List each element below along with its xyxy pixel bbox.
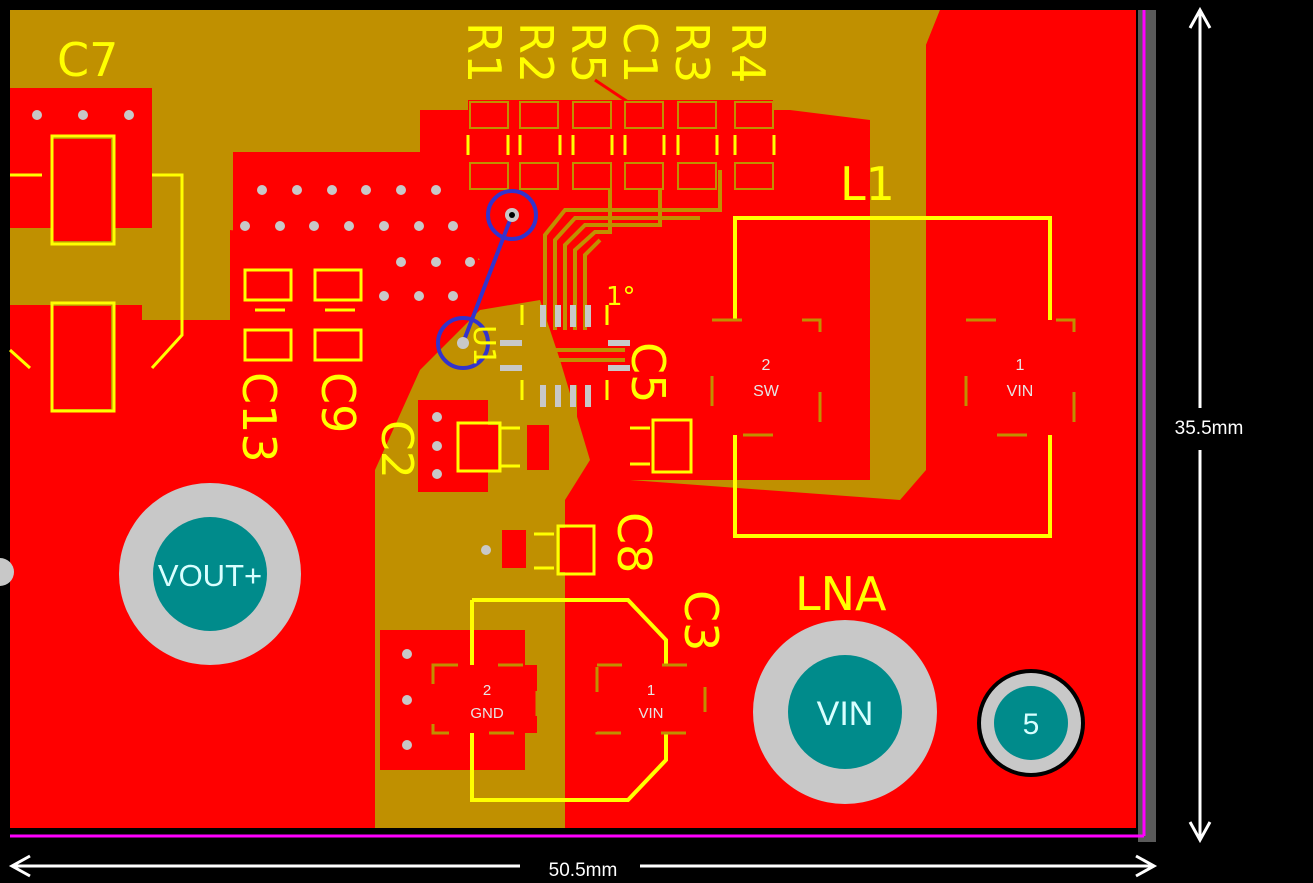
c3-pad2-name: GND — [470, 705, 504, 722]
c13-c9-footprints — [243, 268, 363, 362]
c7-footprint — [8, 110, 184, 413]
c8-footprint — [502, 524, 596, 576]
c3-pad1-name: VIN — [638, 705, 663, 722]
designator-r3: R3 — [665, 22, 719, 83]
c2-footprint — [456, 421, 549, 473]
designator-c7: C7 — [57, 33, 118, 87]
designator-c13: C13 — [232, 372, 286, 463]
c3-footprint: 2 GND 1 VIN — [431, 598, 707, 802]
board-edge-strip — [1138, 10, 1156, 842]
highlighted-net[interactable] — [436, 189, 538, 370]
designator-l1: L1 — [840, 157, 895, 211]
dimension-width-label: 50.5mm — [549, 860, 618, 881]
partial-terminal-left — [0, 558, 14, 586]
vin-terminal[interactable]: VIN — [753, 620, 937, 804]
via-highlight-top[interactable] — [486, 189, 538, 241]
via-highlight-bottom[interactable] — [436, 316, 490, 370]
designator-c5: C5 — [621, 342, 675, 403]
smd-pads-top-row — [469, 101, 774, 190]
designator-c8: C8 — [607, 512, 661, 573]
l1-pad2-name: SW — [753, 383, 780, 400]
vout-terminal[interactable]: VOUT+ — [119, 483, 301, 665]
designator-lna: LNA — [795, 567, 887, 621]
designator-c2: C2 — [371, 420, 422, 479]
vin-terminal-label: VIN — [817, 695, 874, 733]
pin5-terminal[interactable]: 5 — [977, 669, 1085, 777]
c3-pad1-number: 1 — [647, 682, 655, 699]
pin5-terminal-label: 5 — [1023, 708, 1040, 741]
vout-terminal-label: VOUT+ — [158, 558, 262, 593]
designators: C7 L1 LNA R1 R2 R5 C1 R3 R4 C13 C9 C2 U1… — [57, 22, 895, 651]
c5-footprint — [598, 418, 693, 474]
designator-c3: C3 — [674, 590, 728, 651]
designator-r4: R4 — [721, 22, 775, 83]
dimension-width: 50.5mm — [8, 854, 1158, 881]
designator-c9: C9 — [311, 372, 365, 433]
board-outline — [10, 10, 1146, 838]
designator-c1: C1 — [613, 22, 667, 83]
resistor-silk-ticks — [466, 135, 776, 155]
signal-traces — [520, 170, 722, 470]
l1-pad1-name: VIN — [1007, 383, 1034, 400]
via-field — [240, 185, 491, 750]
c3-pad2-number: 2 — [483, 682, 491, 699]
designator-r2: R2 — [509, 22, 563, 83]
l1-footprint: 2 SW 1 VIN — [710, 216, 1076, 538]
designator-u1: U1 — [466, 325, 501, 366]
u1-pin1-marker: 1° — [606, 282, 636, 312]
l1-pad2-number: 2 — [762, 357, 771, 374]
dimension-height: 35.5mm — [1175, 6, 1244, 844]
u1-footprint — [500, 305, 630, 407]
designator-r5: R5 — [561, 22, 615, 83]
l1-pad1-number: 1 — [1016, 357, 1025, 374]
designator-r1: R1 — [457, 22, 511, 83]
dimension-height-label: 35.5mm — [1175, 418, 1244, 439]
